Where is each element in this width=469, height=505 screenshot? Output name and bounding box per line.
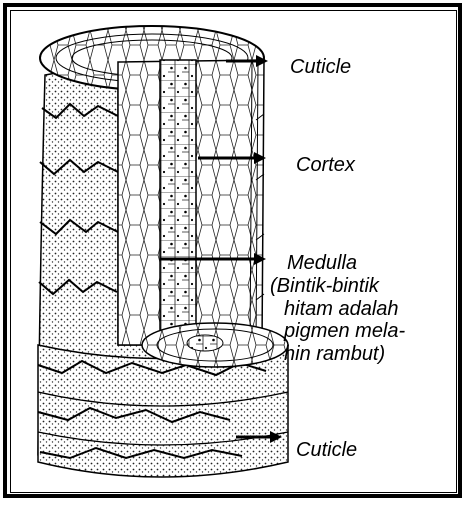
melanin-note: (Bintik-bintik hitam adalah pigmen mela-… [270, 275, 405, 365]
lower-cross-section [142, 323, 288, 367]
label-medulla: Medulla [287, 251, 357, 275]
medulla-core [160, 60, 196, 340]
note-line-1: (Bintik-bintik [270, 275, 405, 298]
note-line-4: hin rambut) [284, 343, 405, 366]
label-cuticle-bottom: Cuticle [296, 438, 357, 462]
note-line-2: hitam adalah [284, 298, 405, 321]
label-cuticle-top: Cuticle [290, 55, 351, 79]
note-line-3: pigmen mela- [284, 320, 405, 343]
label-cortex: Cortex [296, 153, 355, 177]
